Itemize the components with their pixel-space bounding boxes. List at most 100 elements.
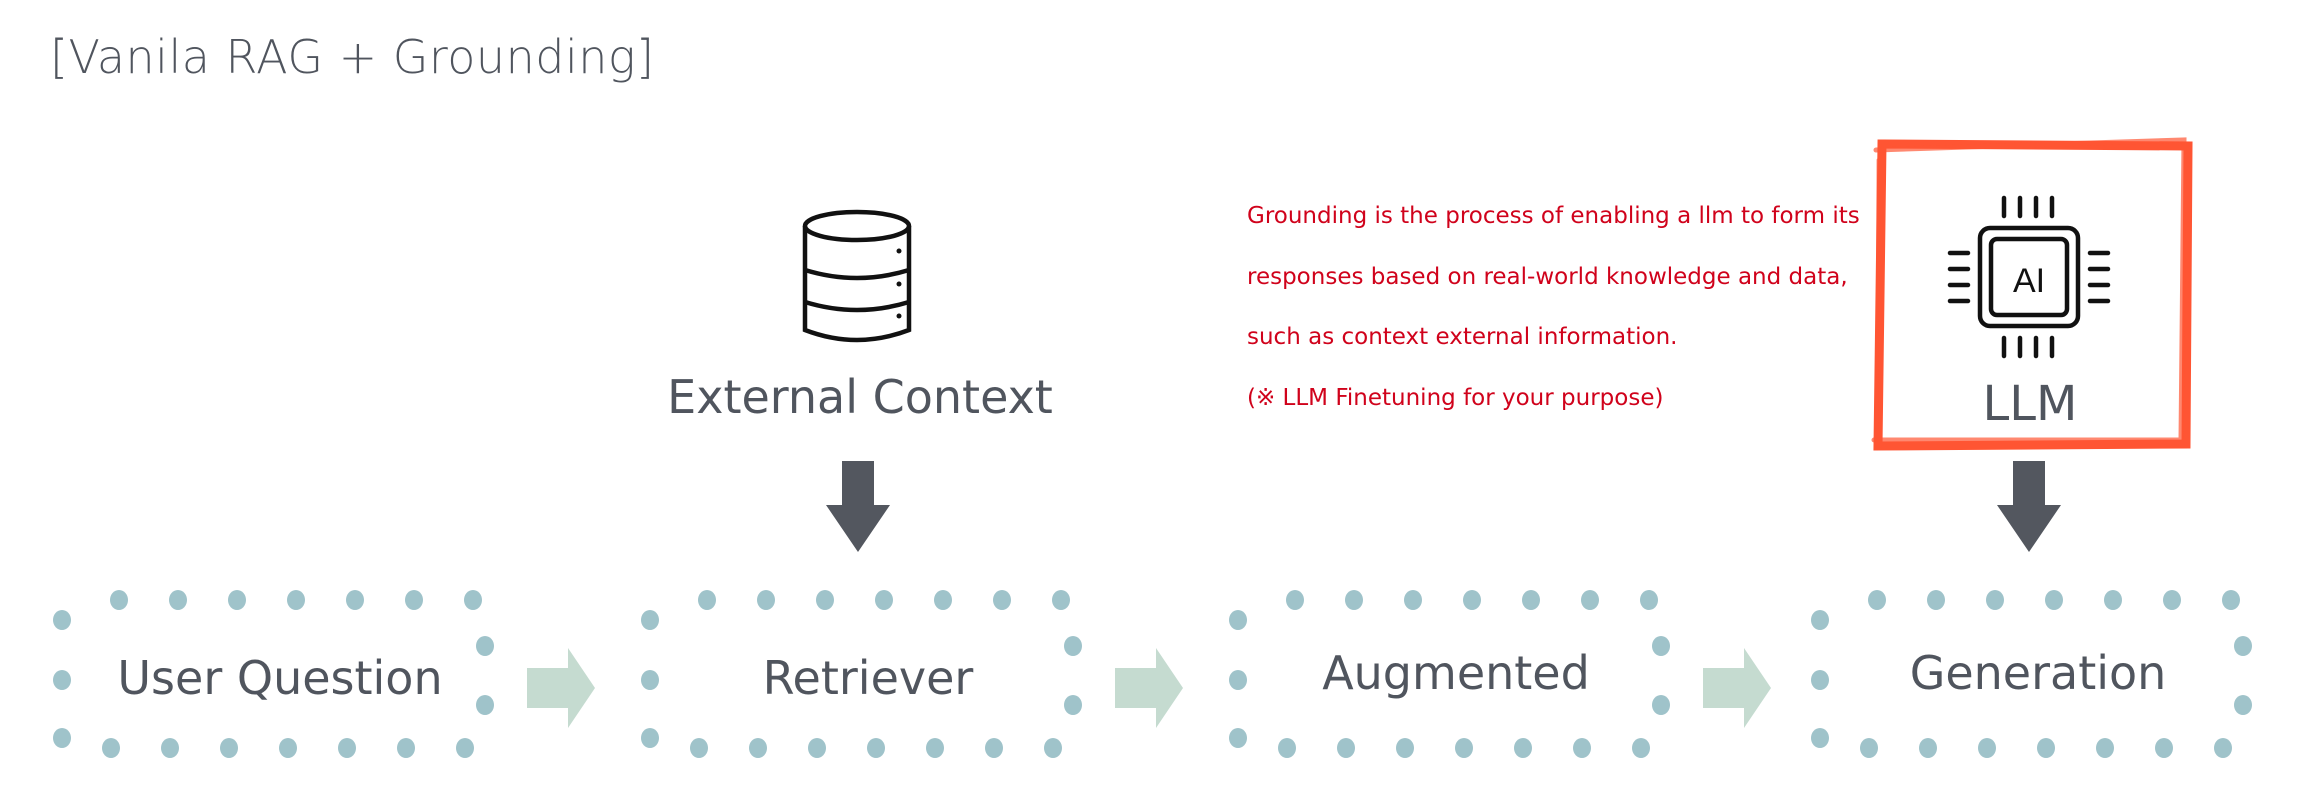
dot [169,590,187,610]
down-arrow-icon [1997,461,2061,552]
dot [161,738,179,758]
dot [2234,695,2252,715]
dot [397,738,415,758]
dot [1632,738,1650,758]
dot [1064,695,1082,715]
dot [1337,738,1355,758]
ai-chip-text: AI [2013,262,2045,300]
dot [1652,636,1670,656]
dot [53,670,71,690]
dot [1978,738,1996,758]
dot [2222,590,2240,610]
dot [641,610,659,630]
dot [1868,590,1886,610]
dot [1286,590,1304,610]
dot [1455,738,1473,758]
dot [1573,738,1591,758]
dot [1229,728,1247,748]
dot [1278,738,1296,758]
dotted-stage-box [1811,590,2252,758]
dot [1044,738,1062,758]
dot [1052,590,1070,610]
dot [287,590,305,610]
dot [1345,590,1363,610]
dot [1811,728,1829,748]
grounding-note: Grounding is the process of enabling a l… [1247,186,1860,428]
dot [2155,738,2173,758]
right-arrow-icon [527,648,595,728]
dot [53,610,71,630]
dot [464,590,482,610]
dot [228,590,246,610]
llm-highlight-frame [1871,137,2193,451]
dot [1581,590,1599,610]
right-arrow-icon [1703,648,1771,728]
dot [808,738,826,758]
dotted-stage-box [641,590,1082,758]
ai-chip-icon: AI [1947,195,2111,359]
dot [2096,738,2114,758]
dot [1514,738,1532,758]
dot [1522,590,1540,610]
dot [405,590,423,610]
dot [985,738,1003,758]
dot [641,728,659,748]
stage-generation: Generation [1909,646,2167,700]
dot [698,590,716,610]
dot [2234,636,2252,656]
dot [220,738,238,758]
dot [1927,590,1945,610]
dot [102,738,120,758]
dot [1652,695,1670,715]
dot [757,590,775,610]
dot [476,695,494,715]
dot [456,738,474,758]
right-arrow-icon [1115,648,1183,728]
dot [641,670,659,690]
dot [338,738,356,758]
dot [1986,590,2004,610]
dot [1640,590,1658,610]
dot [1064,636,1082,656]
dot [1229,670,1247,690]
dot [1229,610,1247,630]
dot [926,738,944,758]
dot [53,728,71,748]
dot [2104,590,2122,610]
dot [1860,738,1878,758]
dot [1919,738,1937,758]
external-context-label: External Context [667,370,1053,424]
dot [934,590,952,610]
dot [2214,738,2232,758]
dot [1811,610,1829,630]
stage-augmented: Augmented [1322,646,1590,700]
dot [816,590,834,610]
dot [2163,590,2181,610]
dotted-stage-box [53,590,494,758]
dot [749,738,767,758]
page-title: [Vanila RAG + Grounding] [50,30,655,84]
grounding-note-line: responses based on real-world knowledge … [1247,263,1848,290]
database-icon [802,209,912,343]
dot [110,590,128,610]
dot [875,590,893,610]
dot [1404,590,1422,610]
grounding-note-line: Grounding is the process of enabling a l… [1247,203,1860,229]
dot [2045,590,2063,610]
dot [1396,738,1414,758]
dot [993,590,1011,610]
dot [1811,670,1829,690]
llm-label: LLM [1982,376,2078,432]
dot [690,738,708,758]
dot [1463,590,1481,610]
dot [2037,738,2055,758]
dot [476,636,494,656]
dot [346,590,364,610]
grounding-note-line: (※ LLM Finetuning for your purpose) [1247,384,1664,411]
stage-retriever: Retriever [762,651,974,705]
down-arrow-icon [826,461,890,552]
dotted-stage-box [1229,590,1670,758]
dot [279,738,297,758]
grounding-note-line: such as context external information. [1247,324,1678,350]
